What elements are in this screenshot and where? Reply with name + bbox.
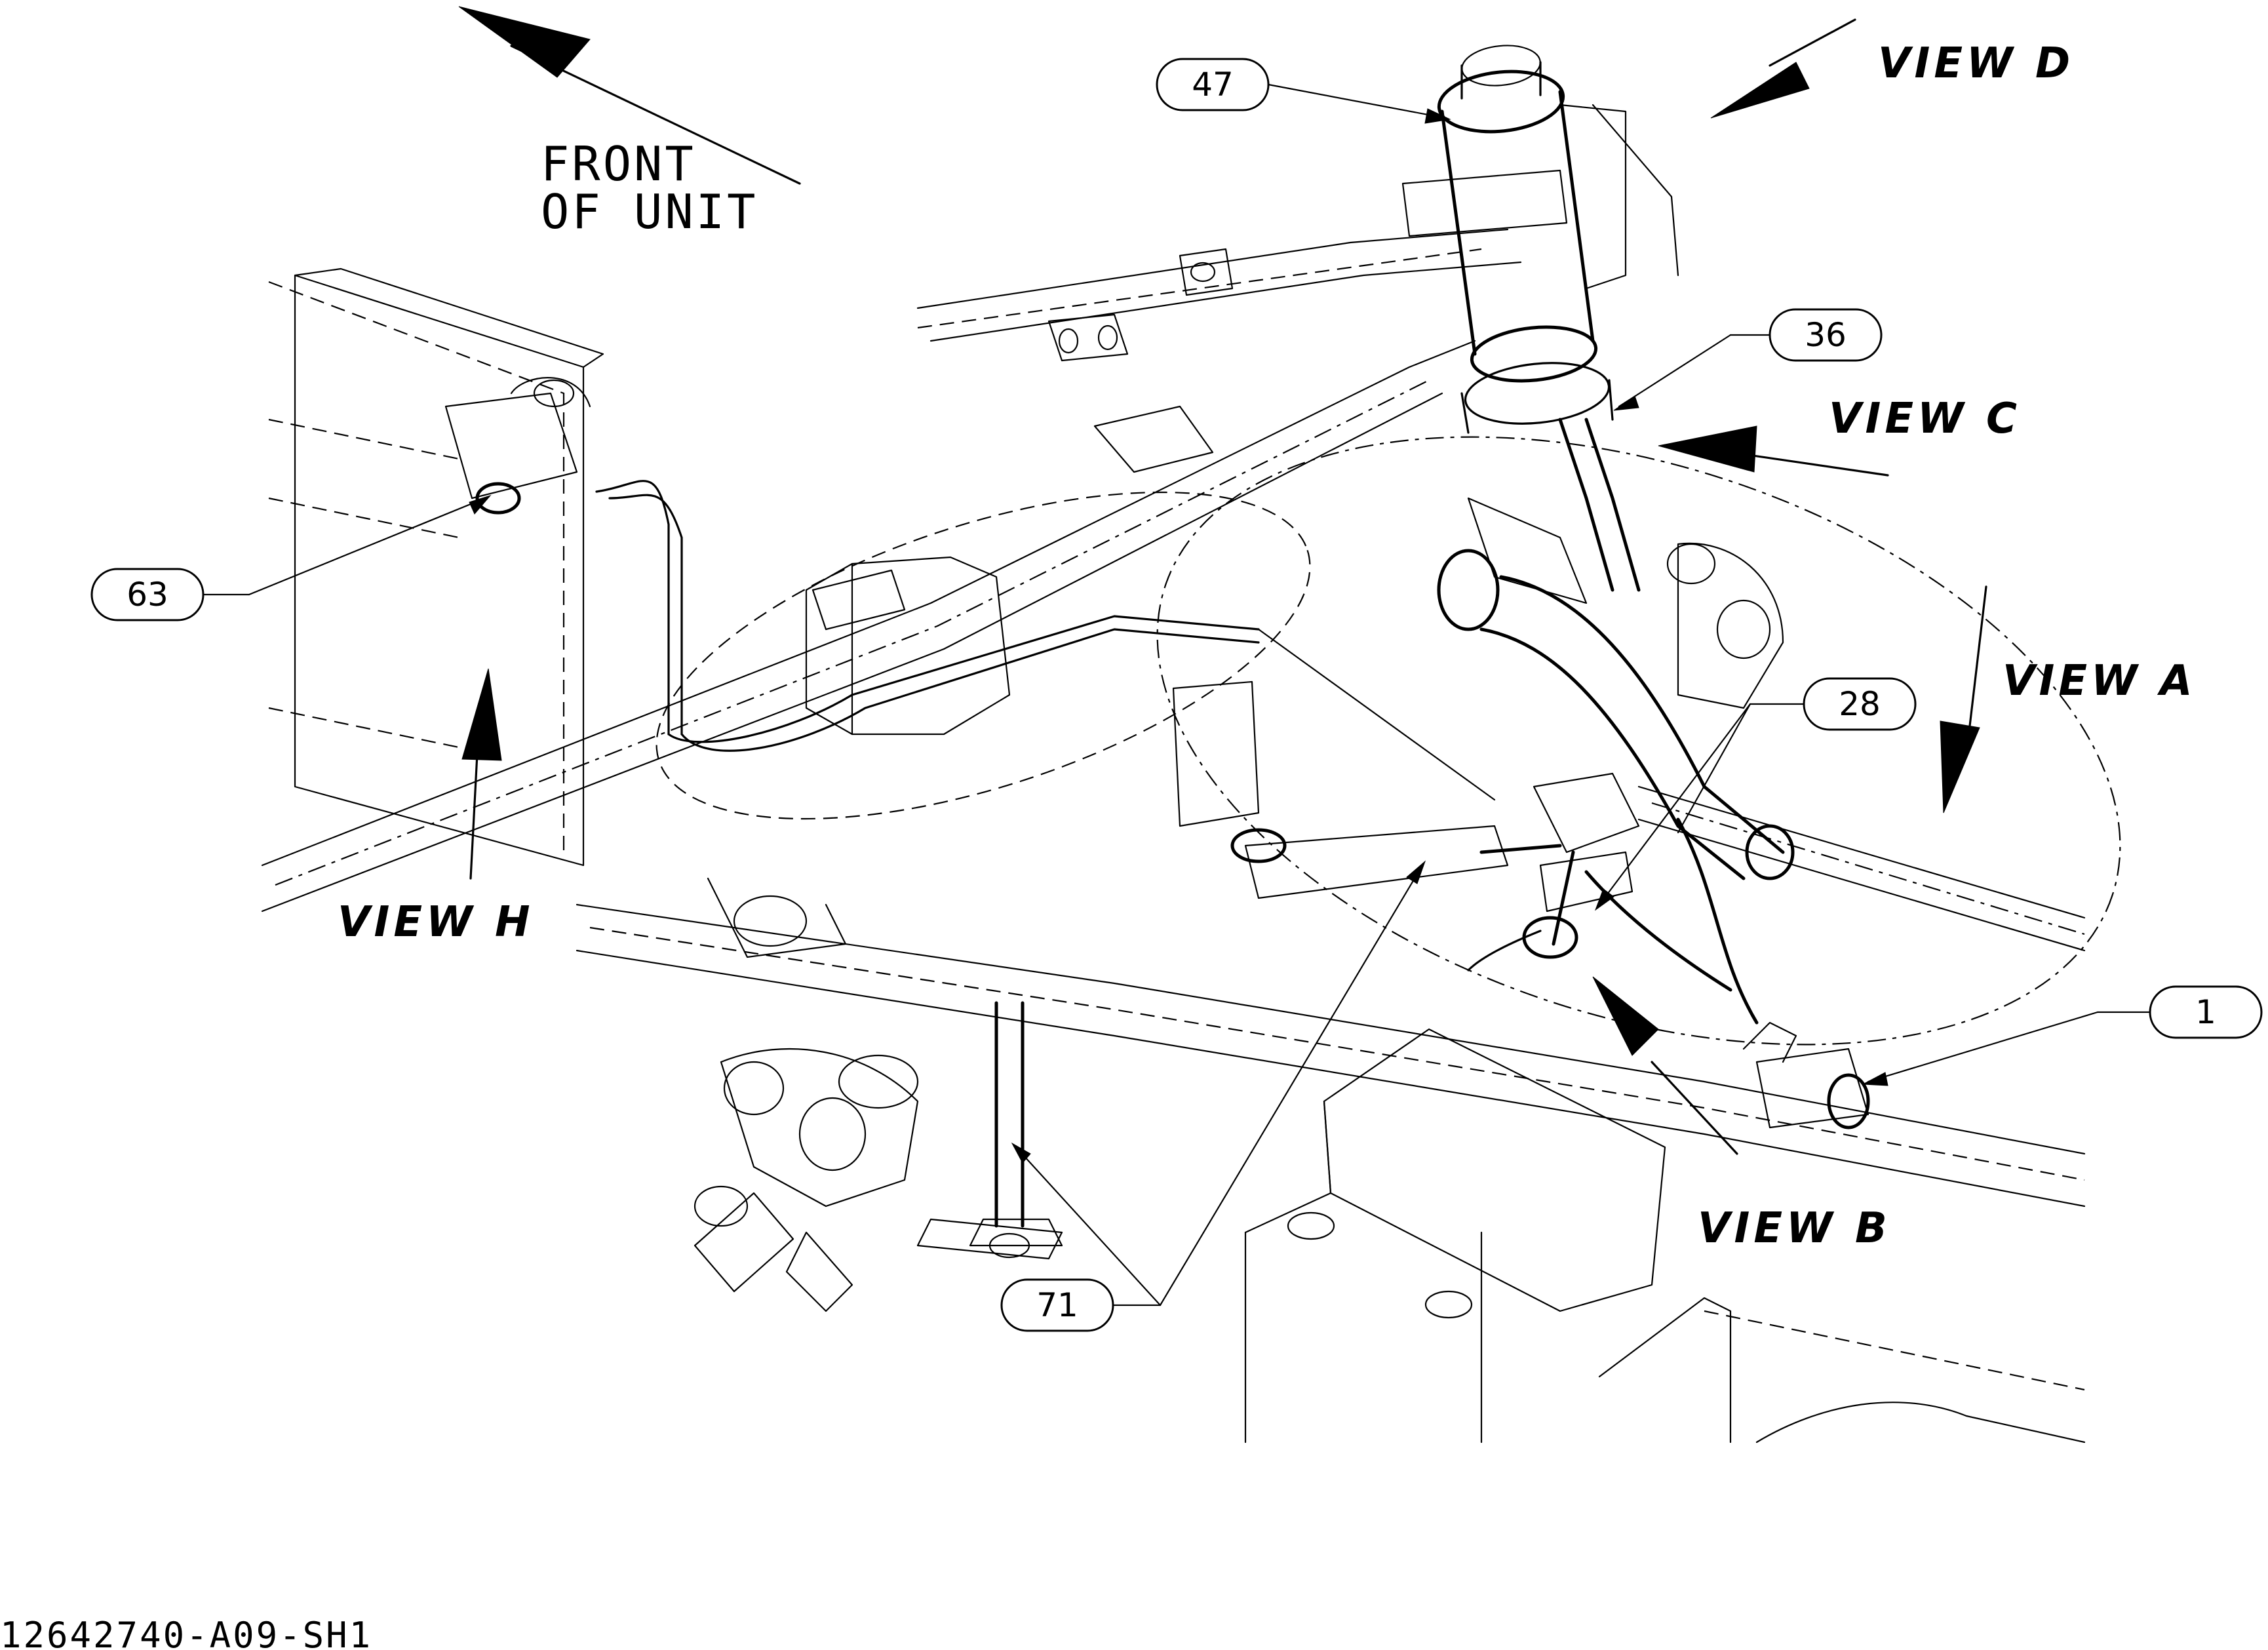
front-axle-assembly [694, 877, 1063, 1312]
view-c-label: VIEW C [1829, 395, 2021, 443]
view-h-indicator: VIEW H [338, 668, 534, 947]
view-d-label: VIEW D [1878, 39, 2074, 88]
battery-box [1244, 1028, 2086, 1444]
callout-1-leader [1867, 1011, 2099, 1083]
callout-28: 28 [1594, 677, 1917, 911]
hydraulic-filter [1401, 45, 1679, 434]
callout-63: 63 [90, 495, 492, 621]
callout-71-label: 71 [1036, 1286, 1078, 1324]
callout-36-leader [1618, 334, 1732, 408]
callout-71-leader-b [1159, 864, 1424, 1306]
callout-63-leader [248, 497, 486, 596]
callout-1-label: 1 [2195, 993, 2216, 1031]
view-a-arrow [1940, 720, 1980, 814]
front-arrow-head [458, 6, 591, 78]
callout-63-label: 63 [127, 576, 168, 614]
callout-47-leader [1267, 83, 1447, 119]
view-b-arrow [1592, 976, 1659, 1056]
callout-36: 36 [1613, 308, 1883, 411]
front-of-unit-indicator: FRONT OF UNIT [458, 6, 801, 239]
view-c-arrow [1658, 425, 1757, 473]
view-b-label: VIEW B [1698, 1204, 1891, 1253]
front-label-line1: FRONT [541, 136, 696, 191]
callout-47-label: 47 [1192, 66, 1234, 104]
hose-assembly [444, 248, 1870, 1129]
drawing-number: 12642740-A09-SH1 [0, 1615, 372, 1650]
callout-28-label: 28 [1839, 685, 1881, 723]
callout-47: 47 [1156, 58, 1451, 124]
view-b-indicator: VIEW B [1592, 976, 1891, 1253]
view-h-label: VIEW H [338, 898, 534, 947]
callout-1: 1 [1862, 985, 2263, 1086]
view-d-arrow [1710, 62, 1810, 119]
view-a-label: VIEW A [2003, 657, 2196, 705]
view-a-indicator: VIEW A [1940, 585, 2196, 814]
callout-36-label: 36 [1805, 316, 1847, 354]
view-h-arrow [461, 668, 502, 761]
view-d-indicator: VIEW D [1710, 18, 2074, 119]
callout-71-leader-a [1015, 1146, 1162, 1306]
callout-28-leader [1598, 703, 1751, 906]
callout-71: 71 [1000, 860, 1426, 1332]
view-c-indicator: VIEW C [1658, 395, 2021, 477]
front-label-line2: OF UNIT [541, 184, 758, 239]
